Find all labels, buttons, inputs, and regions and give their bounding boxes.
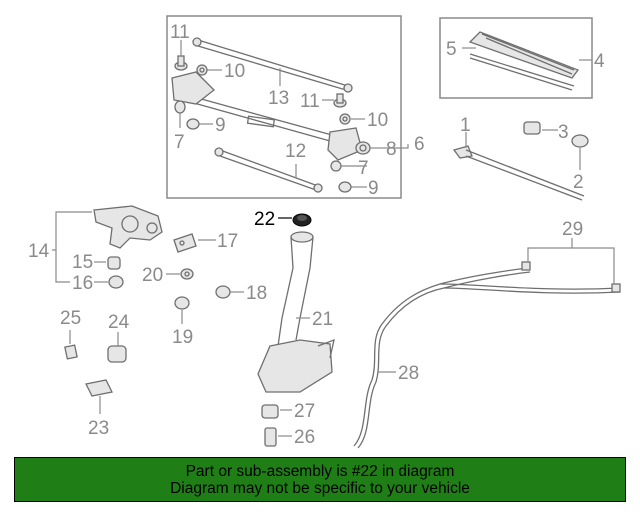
bolt-9b [338,181,352,193]
callout-2: 2 [573,172,584,193]
pump-26 [264,427,277,447]
callout-17: 17 [217,231,238,252]
callout-14: 14 [28,241,50,262]
callout-11b: 11 [300,91,320,112]
callout-19: 19 [172,327,193,348]
washer-reservoir-drawing [257,231,335,393]
callout-28: 28 [398,363,419,384]
pivot-cap-11a [174,55,188,71]
callout-12: 12 [285,141,306,162]
cap-2 [571,134,589,148]
cap-16 [108,275,124,289]
blade-inset-box [439,17,593,99]
leader-lines [52,40,615,437]
wiper-arm-drawing [452,145,585,201]
callout-27: 27 [294,401,315,422]
nozzle-23 [85,379,113,397]
callout-25: 25 [60,308,81,329]
pivot-cap-11b [333,93,347,108]
cap-3 [523,121,541,135]
callout-3: 3 [558,122,569,143]
part-notice-banner: Part or sub-assembly is #22 in diagram D… [14,457,626,502]
grommet-15 [107,256,121,270]
callout-16: 16 [72,273,93,294]
wiper-linkage-drawing [171,37,363,193]
callout-9a: 9 [215,115,226,136]
grommet-8 [355,141,371,155]
clip-25 [64,344,78,360]
callout-4: 4 [594,51,605,72]
cap-24 [107,345,127,363]
callout-22: 22 [254,209,275,230]
callout-7a: 7 [174,132,185,153]
callout-23: 23 [88,418,109,439]
linkage-inset-box [166,15,402,199]
grommet-18 [215,285,231,299]
filler-cap-22 [292,213,312,227]
bolt-9a [186,118,200,130]
callout-11a: 11 [170,22,190,43]
callout-21: 21 [312,309,333,330]
wiper-blade-drawing [468,31,580,91]
callout-1: 1 [460,115,471,136]
callout-8: 8 [386,139,397,160]
callout-24: 24 [108,312,130,333]
nut-10a [196,64,208,76]
callout-5: 5 [446,39,457,60]
callout-13: 13 [268,88,289,109]
callout-29: 29 [562,219,583,240]
banner-line-disclaimer: Diagram may not be specific to your vehi… [170,480,470,497]
bracket-17 [173,233,197,253]
bushing-7b [330,160,342,172]
callout-10a: 10 [224,61,245,82]
bushing-7a [174,100,186,114]
nut-20 [180,268,194,280]
washer-hose-drawing [353,261,621,449]
callout-10b: 10 [367,110,388,131]
grommet-27 [261,404,279,419]
banner-line-part: Part or sub-assembly is #22 in diagram [185,463,455,480]
callout-6: 6 [414,134,425,155]
wiper-motor-drawing [93,205,163,249]
nut-10b [339,113,351,125]
callout-18: 18 [246,283,267,304]
callout-20: 20 [142,265,163,286]
callout-26: 26 [294,427,315,448]
bushing-19 [174,296,190,310]
callout-labels: 11 10 13 11 10 7 9 8 6 12 7 9 5 4 1 3 2 … [28,22,605,448]
callout-9b: 9 [368,178,379,199]
callout-7b: 7 [358,158,369,179]
callout-15: 15 [72,252,93,273]
